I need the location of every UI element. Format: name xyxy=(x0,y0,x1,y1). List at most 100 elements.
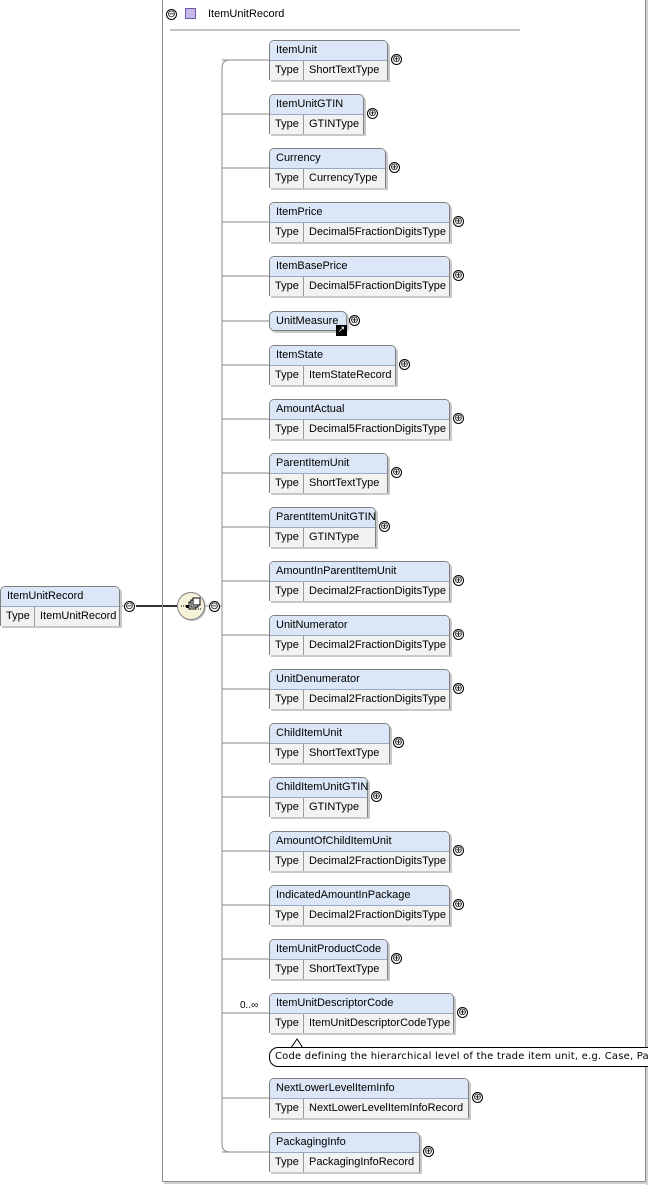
sequence-compositor[interactable] xyxy=(177,592,205,620)
element-name: Currency xyxy=(270,149,385,169)
type-label: Type xyxy=(270,852,304,871)
expand-item-unit-product-code-icon[interactable]: ⊕ xyxy=(391,953,402,964)
element-name: NextLowerLevelItemInfo xyxy=(270,1079,468,1099)
root-element-box[interactable]: ItemUnitRecord Type ItemUnitRecord xyxy=(0,586,120,626)
element-name: ItemState xyxy=(270,346,395,366)
type-label: Type xyxy=(270,960,304,979)
element-name: ItemBasePrice xyxy=(270,257,449,277)
type-value: ItemStateRecord xyxy=(309,369,392,381)
expand-amount-of-child-item-unit-icon[interactable]: ⊕ xyxy=(453,845,464,856)
expand-child-item-unit-gtin-icon[interactable]: ⊕ xyxy=(371,791,382,802)
element-name: UnitDenumerator xyxy=(270,670,449,690)
expand-item-base-price-icon[interactable]: ⊕ xyxy=(453,270,464,281)
root-type-value: ItemUnitRecord xyxy=(40,610,117,622)
type-value: ShortTextType xyxy=(309,747,380,759)
type-value: GTINType xyxy=(309,801,360,813)
expand-packaging-info-icon[interactable]: ⊕ xyxy=(423,1146,434,1157)
type-value: Decimal2FractionDigitsType xyxy=(309,909,446,921)
expand-indicated-amount-in-package-icon[interactable]: ⊕ xyxy=(453,899,464,910)
collapse-complex-type-icon[interactable]: ⊖ xyxy=(166,9,177,20)
expand-item-state-icon[interactable]: ⊕ xyxy=(399,359,410,370)
complex-type-title: ItemUnitRecord xyxy=(208,8,285,20)
type-label: Type xyxy=(270,61,304,80)
element-type-row: Type Decimal2FractionDigitsType xyxy=(270,690,449,709)
element-type-row: Type Decimal2FractionDigitsType xyxy=(270,852,449,871)
type-value: ShortTextType xyxy=(309,477,380,489)
element-type-row: Type GTINType xyxy=(270,798,367,817)
element-type-row: Type ShortTextType xyxy=(270,960,387,979)
expand-child-item-unit-icon[interactable]: ⊕ xyxy=(393,737,404,748)
collapse-root-icon[interactable]: ⊖ xyxy=(124,601,135,612)
type-label: Type xyxy=(270,1099,304,1118)
element-name: ItemPrice xyxy=(270,203,449,223)
type-value: ShortTextType xyxy=(309,64,380,76)
element-name: ItemUnitProductCode xyxy=(270,940,387,960)
type-label: Type xyxy=(270,1153,304,1172)
expand-item-unit-icon[interactable]: ⊕ xyxy=(391,54,402,65)
element-type-row: Type ShortTextType xyxy=(270,61,387,80)
expand-currency-icon[interactable]: ⊕ xyxy=(389,162,400,173)
occurrence-label: 0..∞ xyxy=(240,1000,259,1011)
type-label: Type xyxy=(270,528,304,547)
expand-item-price-icon[interactable]: ⊕ xyxy=(453,216,464,227)
element-name: AmountInParentItemUnit xyxy=(270,562,449,582)
type-value: PackagingInfoRecord xyxy=(309,1156,415,1168)
sequence-icon xyxy=(181,597,202,610)
type-label: Type xyxy=(270,798,304,817)
type-label: Type xyxy=(270,690,304,709)
type-value: Decimal2FractionDigitsType xyxy=(309,855,446,867)
type-label: Type xyxy=(270,906,304,925)
element-name: ParentItemUnit xyxy=(270,454,387,474)
element-unit-measure[interactable]: UnitMeasure xyxy=(269,311,347,331)
type-value: Decimal2FractionDigitsType xyxy=(309,585,446,597)
expand-item-unit-descriptor-code-icon[interactable]: ⊕ xyxy=(457,1007,468,1018)
type-label: Type xyxy=(270,223,304,242)
element-name: ItemUnitDescriptorCode xyxy=(270,994,453,1014)
expand-amount-in-parent-item-unit-icon[interactable]: ⊕ xyxy=(453,575,464,586)
expand-parent-item-unit-icon[interactable]: ⊕ xyxy=(391,467,402,478)
expand-next-lower-level-item-info-icon[interactable]: ⊕ xyxy=(472,1092,483,1103)
type-value: Decimal2FractionDigitsType xyxy=(309,693,446,705)
type-value: ShortTextType xyxy=(309,963,380,975)
expand-unit-numerator-icon[interactable]: ⊕ xyxy=(453,629,464,640)
expand-amount-actual-icon[interactable]: ⊕ xyxy=(453,413,464,424)
expand-unit-measure-icon[interactable]: ⊕ xyxy=(349,315,360,326)
type-label: Type xyxy=(270,420,304,439)
element-name: UnitNumerator xyxy=(270,616,449,636)
type-value: CurrencyType xyxy=(309,172,378,184)
expand-parent-item-unit-gtin-icon[interactable]: ⊕ xyxy=(379,521,390,532)
type-label: Type xyxy=(270,115,304,134)
element-name: ItemUnitGTIN xyxy=(270,95,363,115)
collapse-sequence-icon[interactable]: ⊖ xyxy=(209,601,220,612)
expand-unit-denumerator-icon[interactable]: ⊕ xyxy=(453,683,464,694)
expand-item-unit-gtin-icon[interactable]: ⊕ xyxy=(367,108,378,119)
type-value: ItemUnitDescriptorCodeType xyxy=(309,1017,451,1029)
